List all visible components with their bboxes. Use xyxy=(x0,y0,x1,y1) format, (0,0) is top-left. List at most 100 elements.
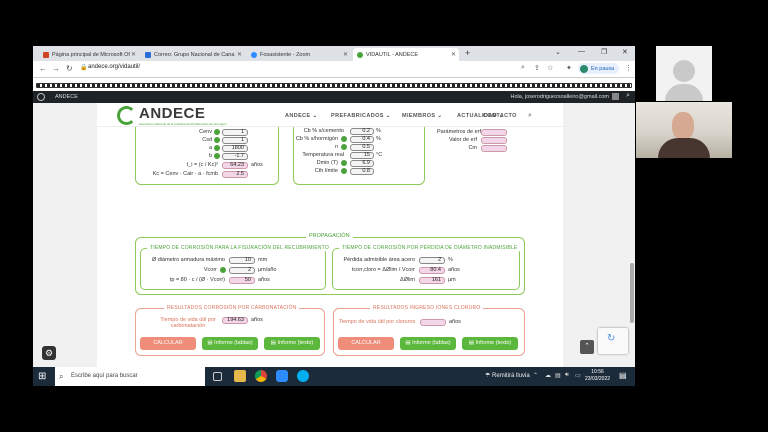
cenv-field[interactable]: 1 xyxy=(222,129,248,136)
windows-start-icon[interactable]: ⊞ xyxy=(38,371,47,382)
search-icon[interactable]: ⌕ xyxy=(528,112,532,119)
info-icon[interactable] xyxy=(341,168,347,174)
masked-text-field[interactable] xyxy=(36,83,632,88)
cm-field[interactable] xyxy=(481,145,507,152)
zoom-icon[interactable] xyxy=(276,370,288,382)
report-text-button[interactable]: ▤ Informe (texto) xyxy=(462,337,518,350)
info-icon[interactable] xyxy=(214,145,220,151)
cb-cement-field[interactable]: 0.2 xyxy=(350,128,374,135)
minimize-icon[interactable]: — xyxy=(578,48,585,55)
close-icon[interactable]: ✕ xyxy=(236,52,242,58)
profile-button[interactable]: En pausa xyxy=(578,63,620,74)
task-view-icon[interactable] xyxy=(213,372,222,381)
wordpress-icon[interactable] xyxy=(37,93,45,101)
b-field[interactable]: -1.7 xyxy=(222,153,248,160)
notification-icon[interactable]: ▤ xyxy=(619,371,627,380)
tab-vidautil[interactable]: VIDAUTIL - ANDECE ✕ xyxy=(353,48,459,61)
info-icon[interactable] xyxy=(341,136,347,142)
address-bar: ← → ↻ 🔒 andece.org/vidautil/ ⌕ ⇪ ☆ ✦ En … xyxy=(33,61,635,77)
info-icon[interactable] xyxy=(341,144,347,150)
param-label: Vcorr xyxy=(203,267,217,273)
tab-title: Fosasistente - Zoom xyxy=(260,51,311,58)
avatar[interactable] xyxy=(612,93,619,100)
scroll-top-icon[interactable]: ⌃ xyxy=(580,340,594,354)
admin-greeting[interactable]: Hola, joserodriguezsoalleiro@gmail.com xyxy=(510,94,609,100)
menu-miembros[interactable]: MIEMBROS ⌄ xyxy=(402,113,443,119)
recaptcha-badge[interactable]: ↻ xyxy=(598,328,628,354)
chrome-icon[interactable] xyxy=(255,370,267,382)
report-tables-button[interactable]: ▤ Informe (tablas) xyxy=(202,337,258,350)
erf-value-field[interactable] xyxy=(481,137,507,144)
url-field[interactable]: andece.org/vidautil/ xyxy=(88,64,141,70)
volume-icon[interactable]: 🔊︎ xyxy=(565,372,569,378)
search-icon[interactable]: ⌕ xyxy=(521,64,525,71)
weather-widget[interactable]: ☂ Remitirá lluvia xyxy=(485,373,530,379)
report-tables-button[interactable]: ▤ Informe (tablas) xyxy=(400,337,456,350)
reload-icon[interactable]: ↻ xyxy=(66,64,73,73)
chevron-up-icon[interactable]: ⌃ xyxy=(533,373,539,379)
propagation-panel: PROPAGACIÓN TIEMPO DE CORROSIÓN PARA LA … xyxy=(135,233,525,295)
site-logo[interactable]: ANDECE xyxy=(139,105,206,122)
back-icon[interactable]: ← xyxy=(39,64,47,73)
close-window-icon[interactable]: ✕ xyxy=(622,49,628,56)
calculate-button[interactable]: CALCULAR xyxy=(338,337,394,350)
menu-actualidad[interactable]: ACTUALIDAD ⌄ xyxy=(457,113,504,119)
info-icon[interactable] xyxy=(214,137,220,143)
info-icon[interactable] xyxy=(214,129,220,135)
unit-label: % xyxy=(448,257,453,263)
lock-icon[interactable]: 🔒 xyxy=(80,65,88,71)
menu-icon[interactable]: ⋮ xyxy=(625,65,632,72)
csd-field[interactable]: 1 xyxy=(222,137,248,144)
forward-icon[interactable]: → xyxy=(52,64,60,73)
page-scrollbar[interactable] xyxy=(629,103,635,386)
tab-microsoft-office[interactable]: Página principal de Microsoft Of ✕ xyxy=(39,48,139,61)
initiation-chloride-panel: Cb % s/cemento 0.2 % Cb % s/hormigón 0.4… xyxy=(293,127,425,185)
a-field[interactable]: 1800 xyxy=(222,145,248,152)
info-icon[interactable] xyxy=(214,153,220,159)
close-icon[interactable]: ✕ xyxy=(130,52,136,58)
page-content: ANDECE Asociación Nacional de la Industr… xyxy=(97,103,563,386)
share-icon[interactable]: ⇪ xyxy=(534,65,540,72)
restore-icon[interactable]: ❐ xyxy=(601,49,608,56)
network-icon[interactable]: ☁ xyxy=(545,373,551,379)
close-icon[interactable]: ✕ xyxy=(342,52,348,58)
dmin-field[interactable]: 6.9 xyxy=(350,160,374,167)
tab-title: Página principal de Microsoft Of xyxy=(52,51,130,58)
erf-params-field[interactable] xyxy=(481,129,507,136)
tab-correo[interactable]: Correo: Grupo Nacional de Cana ✕ xyxy=(141,48,245,61)
cb-concrete-field[interactable]: 0.4 xyxy=(350,136,374,143)
star-icon[interactable]: ☆ xyxy=(547,65,554,72)
diameter-field[interactable]: 10 xyxy=(229,257,255,264)
temperature-field[interactable]: 15 xyxy=(350,152,374,159)
language-icon[interactable]: ▭ xyxy=(575,373,581,379)
new-tab-icon[interactable]: + xyxy=(465,48,471,58)
search-icon[interactable]: ⌕ xyxy=(626,92,630,99)
taskbar-search-input[interactable]: ⌕ Escribe aquí para buscar xyxy=(55,367,205,386)
taskbar-clock[interactable]: 10:56 23/03/2022 xyxy=(585,369,610,383)
menu-prefabricados[interactable]: PREFABRICADOS ⌄ xyxy=(331,113,391,119)
scrollbar-thumb[interactable] xyxy=(630,263,634,323)
n-field[interactable]: 0.5 xyxy=(350,144,374,151)
calculate-button[interactable]: CALCULAR xyxy=(140,337,196,350)
menu-andece[interactable]: ANDECE ⌄ xyxy=(285,113,318,119)
area-loss-field[interactable]: 2 xyxy=(419,257,445,264)
close-icon[interactable]: ✕ xyxy=(450,52,456,58)
andece-icon xyxy=(357,51,363,58)
cth-field[interactable]: 0.8 xyxy=(350,168,374,175)
menu-contacto-label[interactable]: CONTACTO xyxy=(483,113,517,119)
tab-zoom[interactable]: Fosasistente - Zoom ✕ xyxy=(247,48,351,61)
unit-label: mm xyxy=(258,257,268,263)
skype-icon[interactable] xyxy=(297,370,309,382)
info-icon[interactable] xyxy=(220,267,226,273)
gear-icon[interactable]: ⚙ xyxy=(42,346,56,360)
avatar xyxy=(580,64,588,73)
file-explorer-icon[interactable] xyxy=(234,370,246,382)
report-text-button[interactable]: ▤ Informe (texto) xyxy=(264,337,320,350)
info-icon[interactable] xyxy=(341,160,347,166)
admin-site-name[interactable]: ANDECE xyxy=(55,94,78,100)
vcorr-field[interactable]: 2 xyxy=(229,267,255,274)
logo-icon[interactable] xyxy=(117,106,136,125)
extensions-icon[interactable]: ✦ xyxy=(566,65,572,72)
chevron-down-icon[interactable]: ⌄ xyxy=(555,49,561,56)
network-icon[interactable]: ▤ xyxy=(555,373,561,379)
